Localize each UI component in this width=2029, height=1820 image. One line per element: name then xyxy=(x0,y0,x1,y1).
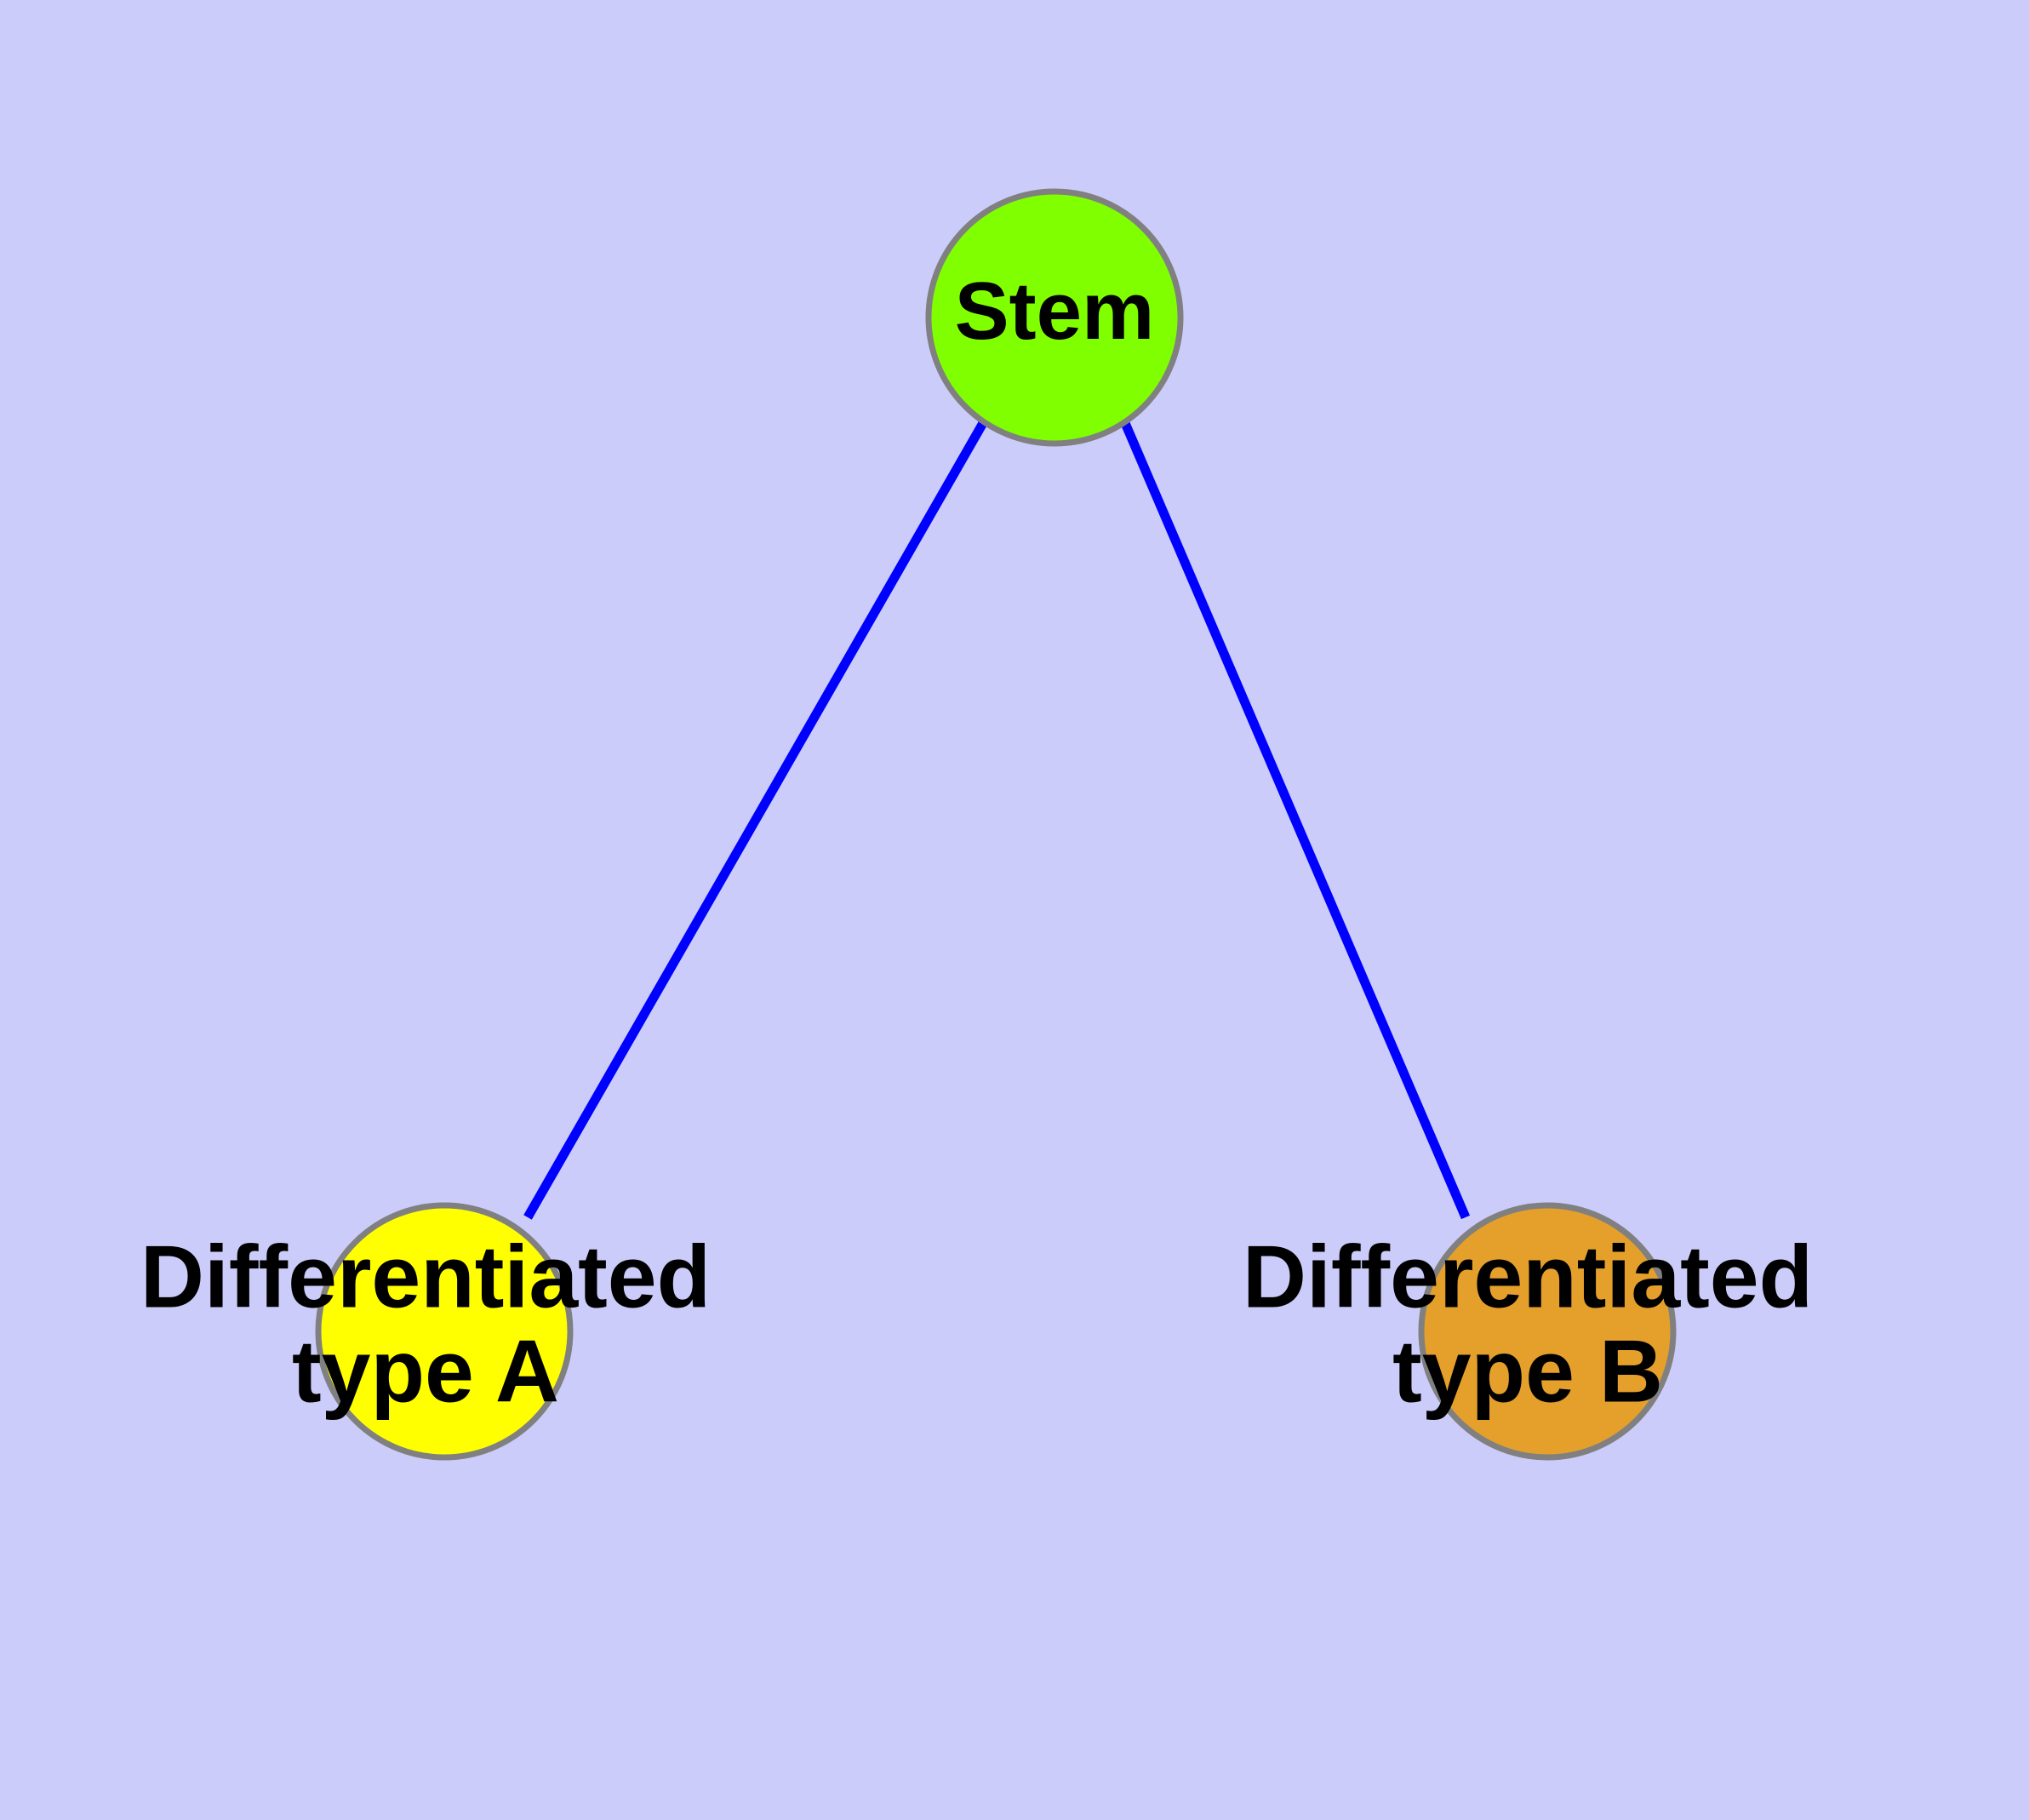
nodes-layer xyxy=(315,188,1677,1461)
node-label-line: type A xyxy=(292,1323,559,1422)
graph-edge-stem-to-diff-a[interactable] xyxy=(523,421,987,1220)
node-label-line: type B xyxy=(1392,1323,1663,1422)
node-label-line: Stem xyxy=(955,266,1155,357)
node-label-line: Differentiated xyxy=(140,1228,711,1327)
graph-node-stem[interactable] xyxy=(925,188,1184,447)
graph-node-diff-b[interactable] xyxy=(1418,1202,1677,1461)
edges-layer xyxy=(523,421,1471,1220)
node-label-stem: Stem xyxy=(955,266,1155,357)
graph-edge-stem-to-diff-b[interactable] xyxy=(1120,421,1471,1220)
graph-node-diff-a[interactable] xyxy=(315,1202,574,1461)
node-label-line: Differentiated xyxy=(1243,1228,1813,1327)
